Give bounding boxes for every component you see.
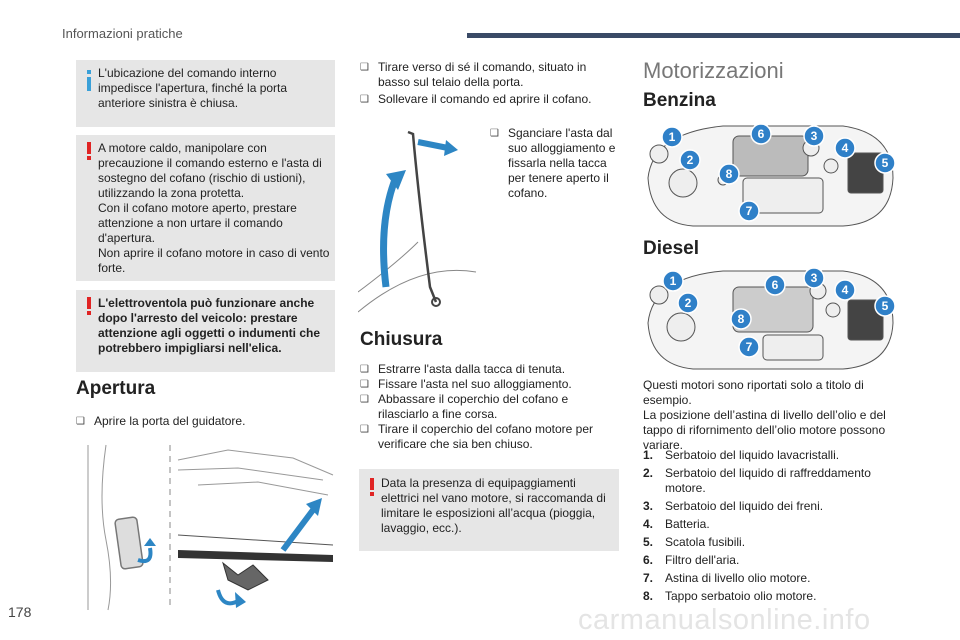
- info-box: L'ubicazione del comando interno impedis…: [76, 60, 335, 127]
- warning-box-fan: L'elettroventola può funzionare anche do…: [76, 290, 335, 372]
- svg-text:7: 7: [746, 204, 753, 218]
- warning-box-water: Data la presenza di equipaggiamenti elet…: [359, 469, 619, 551]
- heading-diesel: Diesel: [643, 238, 699, 259]
- svg-text:5: 5: [882, 299, 889, 313]
- svg-text:5: 5: [882, 156, 889, 170]
- svg-text:4: 4: [842, 283, 849, 297]
- heading-motorizzazioni: Motorizzazioni: [643, 58, 784, 83]
- header-bar: [467, 33, 960, 38]
- svg-text:1: 1: [670, 274, 677, 288]
- section-title: Informazioni pratiche: [62, 26, 183, 41]
- hood-prop-rod-illustration: [358, 130, 477, 313]
- petrol-engine-illustration: 1 2 3 4 5 6 7 8: [647, 123, 896, 227]
- warning-box-hot-engine: A motore caldo, manipolare con precauzio…: [76, 135, 335, 281]
- bullet-icon: ❑: [360, 379, 369, 390]
- badge-group: 1 2 3 4 5 6 7 8: [661, 123, 896, 222]
- warning-icon: [87, 297, 91, 309]
- bullet-icon: ❑: [360, 62, 369, 73]
- svg-text:8: 8: [738, 312, 745, 326]
- engine-note: Questi motori sono riportati solo a tito…: [643, 378, 886, 452]
- svg-text:2: 2: [685, 296, 692, 310]
- svg-text:3: 3: [811, 271, 818, 285]
- svg-text:6: 6: [758, 127, 765, 141]
- diesel-engine-illustration: 1 2 3 4 5 6 7 8: [647, 267, 896, 370]
- badge-group: 1 2 3 4 5 6 7 8: [662, 267, 896, 358]
- bullet-icon: ❑: [360, 394, 369, 405]
- bullet-icon: ❑: [360, 424, 369, 435]
- bullet-icon: ❑: [360, 94, 369, 105]
- heading-apertura: Apertura: [76, 378, 156, 399]
- hood-release-illustration: [87, 444, 334, 611]
- svg-text:4: 4: [842, 141, 849, 155]
- bullet-icon: ❑: [76, 416, 85, 427]
- svg-text:7: 7: [746, 340, 753, 354]
- page-number: 178: [8, 604, 32, 620]
- warning-icon: [370, 478, 374, 490]
- bullet-icon: ❑: [360, 364, 369, 375]
- info-icon: [87, 70, 91, 91]
- heading-benzina: Benzina: [643, 90, 716, 111]
- release-lever-icon: [114, 516, 144, 570]
- svg-text:6: 6: [772, 278, 779, 292]
- svg-text:3: 3: [811, 129, 818, 143]
- svg-text:2: 2: [687, 153, 694, 167]
- warning-icon: [87, 142, 91, 154]
- watermark: carmanualsonline.info: [578, 604, 871, 636]
- svg-text:1: 1: [669, 130, 676, 144]
- bullet-icon: ❑: [490, 128, 499, 139]
- heading-chiusura: Chiusura: [360, 329, 443, 350]
- svg-text:8: 8: [726, 167, 733, 181]
